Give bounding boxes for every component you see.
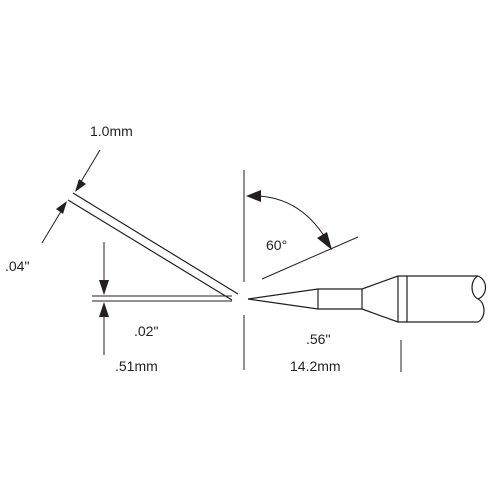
arrow-icon (56, 201, 67, 214)
shaft-break-back (477, 275, 487, 300)
tip-thickness-dimension: .02" .51mm (99, 242, 158, 374)
tip-thickness-mm-label: .51mm (115, 358, 158, 374)
arrow-icon (99, 280, 109, 295)
arrow-icon (75, 179, 86, 192)
tip-length-mm-label: 1.0mm (90, 123, 133, 139)
tip-length-dimension: 1.0mm .04" (5, 123, 133, 274)
tip-thickness-in-label: .02" (134, 323, 158, 339)
tip-profile (243, 170, 487, 370)
cone-angle-dimension: 60° (246, 190, 332, 253)
arrow-icon (317, 232, 332, 250)
tip-total-length-dimension: .56" 14.2mm (290, 331, 402, 374)
tip-length-in-label: .04" (5, 258, 29, 274)
cone-angle-label: 60° (266, 237, 287, 253)
flare-lower (361, 308, 399, 323)
cone-edge-upper (247, 288, 319, 300)
angle-reference-line (261, 236, 359, 280)
bevel-view (67, 192, 239, 302)
length-in-label: .56" (306, 331, 330, 347)
length-mm-label: 14.2mm (290, 358, 341, 374)
arrow-icon (99, 302, 109, 317)
bevel-face-lower (67, 199, 233, 301)
cone-edge-lower (247, 298, 319, 310)
bevel-face-upper (72, 192, 239, 295)
flare-upper (361, 275, 399, 290)
arrow-icon (246, 190, 261, 202)
